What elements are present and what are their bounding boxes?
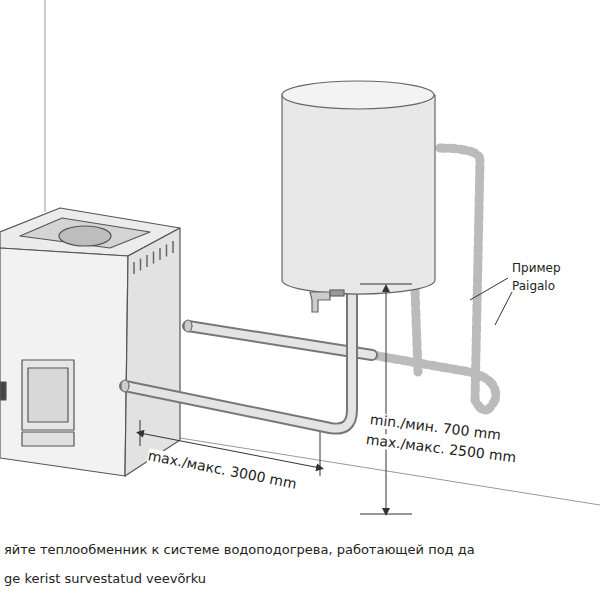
caption-line: яйте теплообменник к системе водоподогре… — [4, 543, 475, 557]
grille-slot — [166, 245, 168, 257]
grille-slot — [172, 241, 174, 253]
callout-label: Paigalo — [512, 280, 555, 293]
grille-slot — [140, 259, 142, 271]
grille-slot — [146, 255, 148, 267]
grille-slot — [133, 262, 135, 274]
grille-slot — [153, 252, 155, 264]
grille-slot — [159, 248, 161, 260]
callout-label: Пример — [512, 262, 561, 275]
dimension-label: max./макс. 3000 mm — [147, 448, 298, 492]
caption-line: ge kerist survestatud veevõrku — [4, 572, 206, 586]
